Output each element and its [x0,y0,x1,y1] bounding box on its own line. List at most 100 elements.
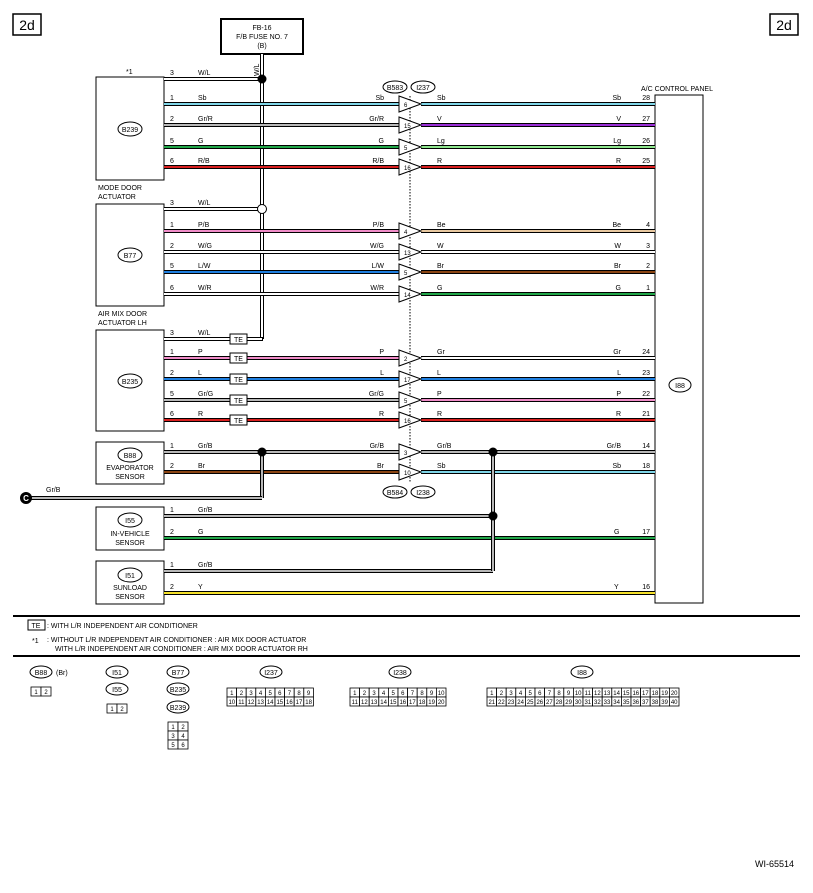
cv-i88-pin: 17 [642,691,649,697]
cv-i88-pin: 38 [652,700,659,706]
legend-te-box-label: TE [32,623,41,630]
wire-5-color: W/L [198,200,211,207]
wire-2-mid-color: Gr/R [369,116,384,123]
b88-oval [117,447,143,463]
wire-7-color: W/G [198,243,212,250]
wire-5-pin: 3 [170,200,174,207]
cv-i88-pin: 24 [517,700,524,706]
cv-i88-pin: 21 [488,700,495,706]
wire-15-right-color: Gr/B [607,443,622,450]
wire-20-pin: 2 [170,584,174,591]
wire-2-right-start: V [437,116,442,123]
cv-b88-pin: 2 [44,690,48,696]
b235-label: B235 [122,379,138,386]
wire-1-right-color: Sb [612,95,621,102]
evap-name1: EVAPORATOR [106,465,153,472]
wire-16-right-start: Sb [437,463,446,470]
wire-16-mid-color: Br [377,463,385,470]
wire-13-pin: 5 [170,391,174,398]
wire-16-connector [398,463,423,481]
wire-13-right-start: P [437,391,442,398]
evap-name2: SENSOR [115,474,145,481]
cv-i88-cell [669,696,680,707]
wire-8-pin: 5 [170,263,174,270]
wire-9-mid-color: W/R [370,285,384,292]
cv-i238-pin: 19 [428,700,435,706]
cv-i88-pin: 6 [538,691,542,697]
wire-11-te-box [229,352,248,364]
wire-7-tri-pin: 13 [404,251,411,257]
wire-3-color: G [198,138,203,145]
cv-i237-pin: 1 [230,691,234,697]
wire-8-color: L/W [198,263,211,270]
cv-i238-pin: 1 [353,691,357,697]
wire-14-te-box [229,414,248,426]
cv-i237-pin: 18 [305,700,312,706]
wire-4-pin: 6 [170,158,174,165]
cv-i88-pin: 32 [594,700,601,706]
cv-i237-pin: 2 [240,691,244,697]
cv-i237-cell [303,696,314,707]
cv-i237 [259,665,283,679]
cv-i237-pin: 8 [297,691,301,697]
page-ref-left-box [12,13,42,36]
wire-6-right-start: Be [437,222,446,229]
wire-15-right-pin: 14 [642,443,650,450]
wire-3-right-color: Lg [613,138,621,145]
cv-i237-pin: 12 [248,700,255,706]
wire-13-mid-color: Gr/G [369,391,384,398]
junction-right [488,447,498,457]
cv-i237-pin: 14 [267,700,274,706]
wire-4-mid-color: R/B [372,158,384,165]
cv-i237-pin: 7 [288,691,292,697]
wire-8-right-color: Br [614,263,622,270]
wire-1-mid-color: Sb [375,95,384,102]
airmix-name1: AIR MIX DOOR [98,311,147,318]
cv-i88-pin: 11 [585,691,592,697]
i51-label: I51 [125,573,135,580]
ac-control-panel-box [654,94,704,604]
cv-b88-cell [40,686,52,697]
wire-11-connector [398,349,423,367]
cv-b235-label: B235 [170,687,186,694]
wire-3-right-start: Lg [437,138,445,145]
cv-i238-pin: 14 [380,700,387,706]
wire-16-tri-pin: 10 [404,471,411,477]
wire-14-right-pin: 21 [642,411,650,418]
i88-label: I88 [675,383,685,390]
cv-i237-label: I237 [264,670,278,677]
wire-2-connector [398,116,423,134]
cv-i88-pin: 31 [584,700,591,706]
wire-1-pin: 1 [170,95,174,102]
wire-8-right-pin: 2 [646,263,650,270]
cv-i237-pin: 9 [307,691,311,697]
junction-evap [257,447,267,457]
i55-oval [117,512,143,528]
wire-12-right-start: L [437,370,441,377]
ground-ref-circle [20,492,32,504]
wire-9-tri-pin: 14 [404,293,411,299]
cv-i238-pin: 3 [372,691,376,697]
cv-b88-label: B88 [35,670,48,677]
wire-15-pin: 1 [170,443,174,450]
fuse-wire-label: W/L [254,63,261,76]
wire-11-right-pin: 24 [642,349,650,356]
wire-10-te-box [229,333,248,345]
footer-code: WI-65514 [755,859,794,869]
wire-9-pin: 6 [170,285,174,292]
cv-i238-cell [435,696,447,707]
wire-3-connector [398,138,423,156]
cv-i88-pin: 7 [548,691,552,697]
wire-18-color: G [198,529,203,536]
cv-i88-pin: 27 [546,700,553,706]
cv-i88-pin: 5 [529,691,533,697]
wire-19-pin: 1 [170,562,174,569]
cv-i238-pin: 11 [352,700,359,706]
legend-te-box [27,619,46,631]
wire-18-right-pin: 17 [642,529,650,536]
wire-15-mid-color: Gr/B [370,443,385,450]
cv-i238-pin: 12 [361,700,368,706]
cv-b239-pin: 5 [171,743,175,749]
